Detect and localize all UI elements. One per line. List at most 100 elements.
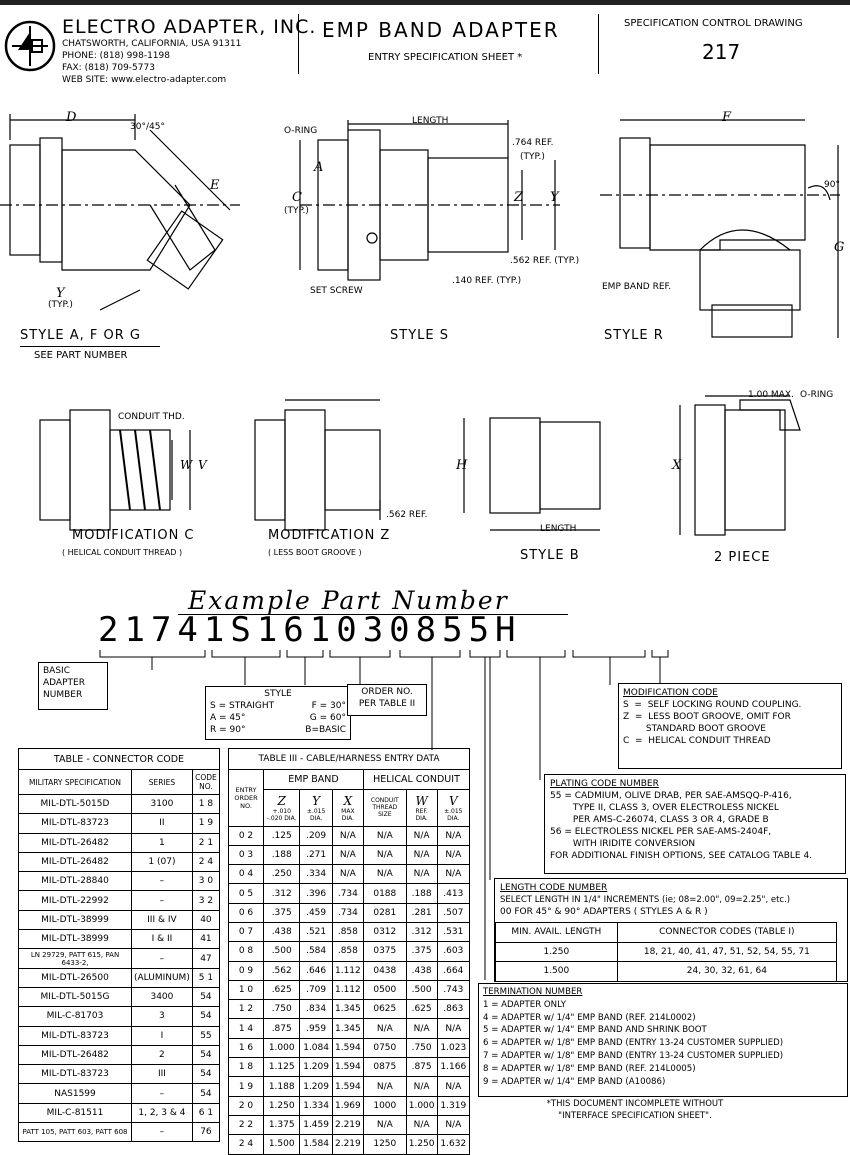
footnote: *THIS DOCUMENT INCOMPLETE WITHOUT "INTER…	[530, 1098, 740, 1122]
table1-row-cell: MIL-DTL-28840	[18, 871, 132, 892]
table3-row-cell: N/A	[405, 844, 438, 866]
table3-row-cell: .875	[262, 1018, 301, 1039]
table1-row-cell: 40	[191, 909, 221, 931]
termination-line-5: 5 = ADAPTER w/ 1/4" EMP BAND AND SHRINK …	[483, 1025, 707, 1036]
table3-row-cell: .459	[299, 902, 333, 923]
footnote-line-1: *THIS DOCUMENT INCOMPLETE WITHOUT	[546, 1099, 724, 1109]
plating-line-1: 55 = CADMIUM, OLIVE DRAB, PER SAE-AMSQQ-…	[550, 791, 792, 801]
length-row-1-min: 1.250	[495, 941, 618, 962]
table3-row-cell: .507	[436, 902, 471, 923]
plating-line-4: 56 = ELECTROLESS NICKEL PER SAE-AMS-2404…	[550, 827, 772, 837]
dim-764-typ: (TYP.)	[520, 152, 545, 162]
dim-c: C	[292, 190, 302, 205]
header: ELECTRO ADAPTER, INC. CHATSWORTH, CALIFO…	[0, 8, 850, 92]
dim-y-afg: Y	[56, 286, 65, 301]
label-see-part-number: SEE PART NUMBER	[34, 350, 128, 361]
table3-row-cell: .863	[436, 999, 471, 1020]
length-row: 1.500 24, 30, 32, 61, 64	[495, 961, 838, 982]
label-style-afg-underline	[20, 346, 160, 347]
company-address: CHATSWORTH, CALIFORNIA, USA 91311	[62, 39, 242, 49]
table3-row-cell: .250	[262, 864, 301, 885]
termination-line-4: 4 = ADAPTER w/ 1/4" EMP BAND (REF. 214L0…	[483, 1012, 696, 1023]
table3-row-cell: .734	[331, 883, 364, 904]
table3-row-cell: N/A	[362, 844, 407, 866]
basic-line-3: NUMBER	[43, 690, 83, 700]
table3-row-cell: N/A	[362, 1018, 407, 1039]
table1-row: MIL-DTL-22992–3 2	[18, 890, 221, 911]
dim-140: .140 REF. (TYP.)	[452, 276, 522, 286]
basic-line-2: ADAPTER	[43, 678, 85, 688]
length-line-1: SELECT LENGTH IN 1/4" INCREMENTS (ie; 08…	[500, 895, 791, 905]
table3-row-cell: N/A	[405, 1018, 438, 1039]
length-title: LENGTH CODE NUMBER	[500, 883, 608, 893]
dim-emp-band-ref: EMP BAND REF.	[602, 282, 672, 292]
table1-row-cell: MIL-DTL-83723	[18, 813, 132, 834]
table3-row-cell: 1.594	[331, 1057, 364, 1078]
table3-row-cell: 1.112	[331, 979, 364, 1001]
style-r-drawing	[600, 119, 840, 338]
table3-row-cell: 0281	[362, 902, 407, 923]
style-b-drawing	[463, 417, 601, 531]
table3-row-cell: 1.334	[299, 1095, 333, 1116]
table3-row-cell: 1 9	[228, 1076, 264, 1097]
table1-row-cell: 5 1	[191, 967, 221, 988]
table1-row-cell: 2 1	[191, 832, 221, 853]
table3-row-cell: 0 8	[228, 941, 264, 962]
table1-row: MIL-DTL-26500(ALUMINUM)5 1	[18, 967, 221, 988]
style-f: F = 30°	[311, 701, 346, 711]
label-mod-c: MODIFICATION C	[72, 528, 195, 543]
label-style-b: STYLE B	[520, 548, 580, 563]
table3-row-cell: .334	[299, 864, 333, 885]
dim-f: F	[722, 110, 732, 125]
table3-row-cell: .875	[405, 1057, 438, 1078]
table3-row-cell: N/A	[436, 825, 471, 846]
callout-modification-code: MODIFICATION CODE S = SELF LOCKING ROUND…	[618, 683, 842, 769]
company-name: ELECTRO ADAPTER, INC.	[62, 16, 317, 38]
label-style-r: STYLE R	[604, 328, 664, 343]
table1-row-cell: 76	[191, 1122, 221, 1143]
dim-set-screw: SET SCREW	[310, 286, 363, 296]
table3-row-cell: .858	[331, 941, 364, 962]
table3-row-cell: .743	[436, 979, 471, 1001]
label-style-s: STYLE S	[390, 328, 449, 343]
style-s-drawing	[299, 120, 560, 281]
table3-row-cell: 0438	[362, 960, 407, 981]
dim-h: H	[456, 458, 468, 473]
table1-row-cell: LN 29729, PATT 615, PAN 6433-2,	[18, 948, 132, 969]
label-mod-z-sub: ( LESS BOOT GROOVE )	[268, 548, 362, 557]
table3-h-y: Y±.015 DIA.	[299, 788, 333, 827]
table3-row-cell: 2.219	[331, 1114, 364, 1136]
dim-w: W	[180, 458, 193, 472]
table3-row-cell: .125	[262, 825, 301, 846]
table1-row-cell: MIL-DTL-83723	[18, 1025, 132, 1046]
table3-row-cell: 1.594	[331, 1037, 364, 1059]
doc-subtitle: ENTRY SPECIFICATION SHEET *	[368, 52, 523, 63]
table1-row-cell: 3	[131, 1006, 193, 1027]
scd-label: SPECIFICATION CONTROL DRAWING	[624, 18, 803, 29]
table1-row-cell: 1, 2, 3 & 4	[131, 1102, 193, 1124]
table3-row-cell: .750	[262, 999, 301, 1020]
label-mod-c-sub: ( HELICAL CONDUIT THREAD )	[62, 548, 183, 557]
table3-row-cell: 1 2	[228, 999, 264, 1020]
table3-row-cell: .625	[405, 999, 438, 1020]
table1-row-cell: 54	[191, 1044, 221, 1066]
company-phone: PHONE: (818) 998-1198	[62, 51, 170, 61]
label-mod-z: MODIFICATION Z	[268, 528, 391, 543]
termination-line-9: 9 = ADAPTER w/ 1/4" EMP BAND (A10086)	[483, 1076, 666, 1087]
order-no-line-1: ORDER NO.	[361, 687, 413, 697]
modification-line-z: Z = LESS BOOT GROOVE, OMIT FOR	[623, 712, 791, 722]
modification-title: MODIFICATION CODE	[623, 688, 718, 698]
dim-length-s: LENGTH	[412, 116, 449, 126]
table3-row-cell: 1.188	[262, 1076, 301, 1097]
modification-line-s: S = SELF LOCKING ROUND COUPLING.	[623, 700, 802, 710]
dim-562b: .562 REF.	[386, 510, 428, 520]
table3-row-cell: 1.632	[436, 1134, 471, 1155]
dim-x: X	[672, 458, 682, 473]
table1-row-cell: I	[131, 1025, 193, 1046]
